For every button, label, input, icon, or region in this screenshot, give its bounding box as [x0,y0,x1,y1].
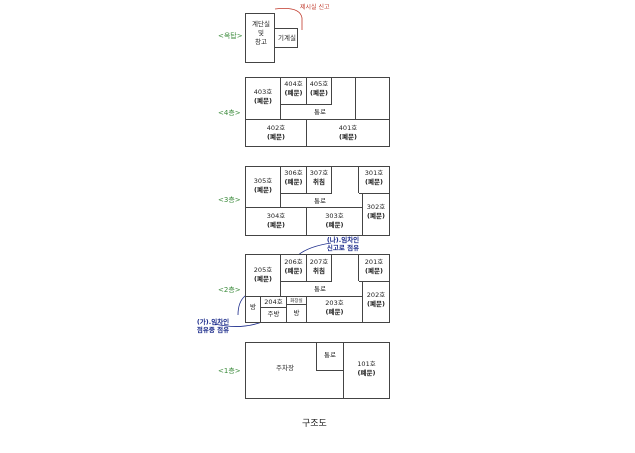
rooftop-stairs-storage: 계단실 및 창고 [245,13,275,63]
floor-2-outline [245,254,390,323]
diagram-caption: 구조도 [302,419,327,429]
rooftop-stairs-line3: 창고 [255,38,267,46]
unit-405: 405호(폐문) [309,80,329,97]
unit-101: 101호(폐문) [357,360,376,377]
top-red-annotation: 제시실 신고 [300,4,330,11]
floor-label-rooftop: <옥탑> [218,32,243,40]
unit-201: 201호(폐문) [364,258,384,275]
unit-402: 402호(폐문) [266,124,286,141]
parking-area: 주차장 [276,364,294,372]
unit-302: 302호(폐문) [366,203,386,220]
rooftop-stairs-line2: 및 [258,29,264,37]
stair-1: 통로 [324,351,336,359]
corridor-2: 통로 [314,285,326,293]
unit-204-room: 방 [293,309,300,317]
unit-204-room-left: 방 [250,303,256,311]
rooftop-stairs-line1: 계단실 [252,20,270,28]
unit-305: 305호(폐문) [253,177,273,194]
floor-4-outline [245,77,390,147]
unit-204-bathroom: 화장실 [290,299,303,304]
floor-label-3: <3층> [218,196,241,204]
unit-206: 206호(폐문) [284,258,303,275]
unit-401: 401호(폐문) [338,124,358,141]
floor-label-2: <2층> [218,286,241,294]
unit-303: 303호(폐문) [325,212,344,229]
unit-202: 202호(폐문) [366,291,386,308]
unit-204-kitchen: 주방 [267,310,280,318]
unit-404: 404호(폐문) [284,80,303,97]
rooftop-machine-room: 기계실 [274,28,298,48]
unit-301: 301호(폐문) [364,169,384,186]
unit-403: 403호(폐문) [253,88,273,105]
unit-205: 205호(폐문) [253,266,273,283]
corridor-4: 통로 [314,108,326,116]
unit-304: 304호(폐문) [266,212,286,229]
unit-204-number: 204호 [264,298,283,306]
floor-label-1: <1층> [218,367,241,375]
unit-306: 306호(폐문) [284,169,303,186]
floor-3-outline [245,166,390,236]
rooftop-machine-label: 기계실 [278,34,296,42]
corridor-3: 통로 [314,197,326,205]
floor-label-4: <4층> [218,109,241,117]
unit-203: 203호(폐문) [325,299,344,316]
